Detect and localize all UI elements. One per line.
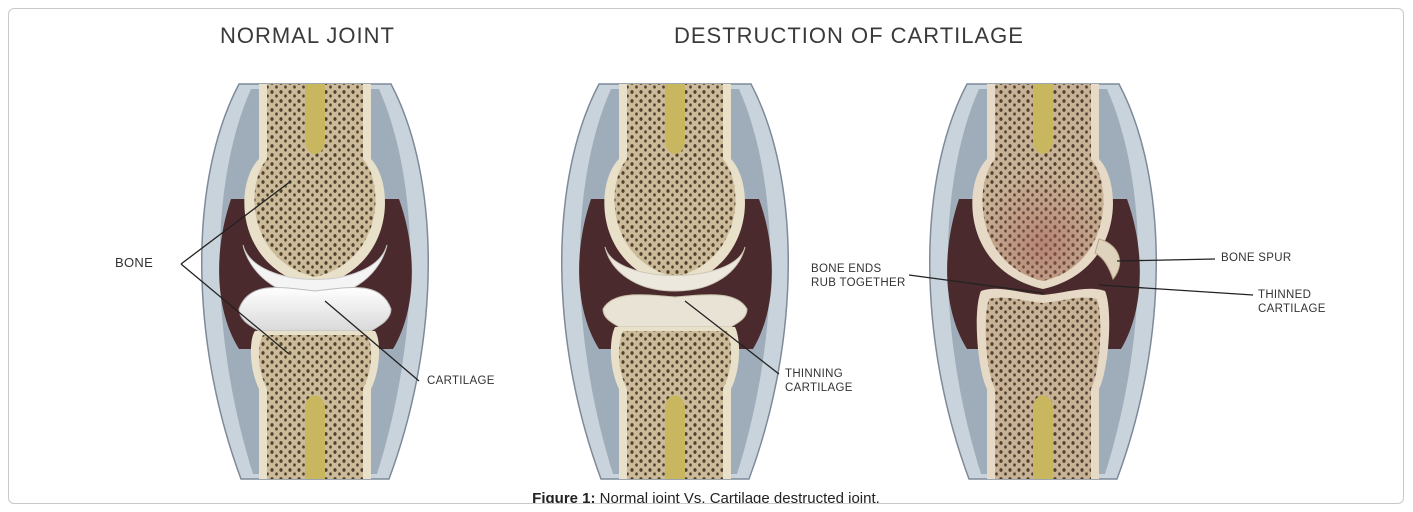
caption-prefix: Figure 1: bbox=[532, 490, 595, 504]
label-bone-ends-line1: BONE ENDS bbox=[811, 262, 906, 276]
upper-marrow bbox=[305, 84, 325, 154]
joint-destroyed bbox=[930, 84, 1157, 479]
upper-marrow bbox=[665, 84, 685, 154]
label-thinned-cartilage: THINNED CARTILAGE bbox=[1258, 288, 1326, 316]
label-thinned-line1: THINNED bbox=[1258, 288, 1326, 302]
joint-thinning bbox=[562, 84, 789, 479]
figure-caption: Figure 1: Normal joint Vs. Cartilage des… bbox=[9, 490, 1403, 504]
label-thinned-line2: CARTILAGE bbox=[1258, 302, 1326, 316]
label-cartilage: CARTILAGE bbox=[427, 374, 495, 388]
label-bone-ends-rub-together: BONE ENDS RUB TOGETHER bbox=[811, 262, 906, 290]
caption-text: Normal joint Vs. Cartilage destructed jo… bbox=[596, 490, 880, 504]
lower-marrow bbox=[665, 396, 685, 480]
label-bone-spur: BONE SPUR bbox=[1221, 251, 1291, 265]
lower-marrow bbox=[1033, 396, 1053, 480]
joint-illustrations bbox=[9, 9, 1404, 504]
label-bone-ends-line2: RUB TOGETHER bbox=[811, 276, 906, 290]
figure-frame: NORMAL JOINT DESTRUCTION OF CARTILAGE bbox=[8, 8, 1404, 504]
label-thinning-line1: THINNING bbox=[785, 367, 853, 381]
lower-marrow bbox=[305, 396, 325, 480]
label-thinning-cartilage: THINNING CARTILAGE bbox=[785, 367, 853, 395]
label-thinning-line2: CARTILAGE bbox=[785, 381, 853, 395]
label-bone: BONE bbox=[115, 256, 153, 270]
lower-cartilage bbox=[603, 295, 747, 327]
lower-cartilage bbox=[239, 288, 391, 331]
upper-marrow bbox=[1033, 84, 1053, 154]
joint-normal bbox=[202, 84, 429, 479]
